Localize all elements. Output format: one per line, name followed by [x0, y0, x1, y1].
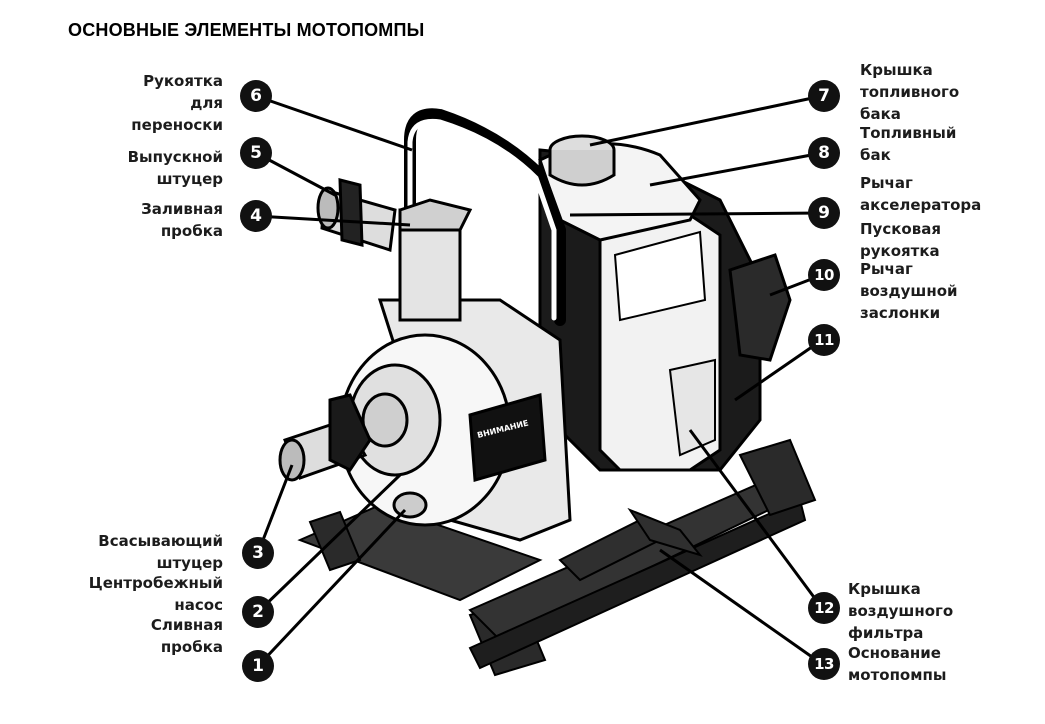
callout-13-badge: 13 — [808, 648, 840, 680]
callout-4-label: Заливная пробка — [141, 200, 223, 240]
callout-8-badge: 8 — [808, 137, 840, 169]
callout-13-label: Основание мотопомпы — [848, 644, 947, 684]
callout-1-label: Сливная пробка — [150, 616, 223, 656]
callout-9-label: Рычаг акселератора — [860, 174, 982, 214]
drain-plug — [392, 491, 428, 519]
suction-fitting — [278, 393, 372, 482]
engine-block — [538, 148, 792, 472]
discharge-fitting — [316, 178, 397, 252]
callout-11-label: Рычаг воздушной заслонки — [860, 260, 958, 322]
callout-2-label: Центробежный насос — [88, 574, 223, 614]
callout-3-badge: 3 — [242, 537, 274, 569]
callout-5-badge: 5 — [240, 137, 272, 169]
callout-5-label: Выпускной штуцер — [127, 148, 223, 188]
page-title: ОСНОВНЫЕ ЭЛЕМЕНТЫ МОТОПОМПЫ — [68, 20, 425, 40]
callout-6-badge: 6 — [240, 80, 272, 112]
callout-12-badge: 12 — [808, 592, 840, 624]
callout-10-badge: 10 — [808, 259, 840, 291]
carry-handle — [404, 108, 566, 326]
callout-2-badge: 2 — [242, 596, 274, 628]
callout-6-label: Рукоятка для переноски — [131, 72, 223, 134]
callout-10-label: Пусковая рукоятка — [860, 220, 941, 260]
callout-7-badge: 7 — [808, 80, 840, 112]
callout-7-label: Крышка топливного бака — [860, 61, 960, 123]
callout-9-badge: 9 — [808, 197, 840, 229]
callout-11-badge: 11 — [808, 324, 840, 356]
callout-1-badge: 1 — [242, 650, 274, 682]
callout-8-label: Топливный бак — [860, 124, 957, 164]
callout-12-label: Крышка воздушного фильтра — [848, 580, 954, 642]
callout-3-label: Всасывающий штуцер — [98, 532, 223, 572]
pump-base-frame — [297, 438, 817, 677]
callout-4-badge: 4 — [240, 200, 272, 232]
pump-housing — [338, 198, 572, 542]
leader-lines — [255, 94, 824, 668]
